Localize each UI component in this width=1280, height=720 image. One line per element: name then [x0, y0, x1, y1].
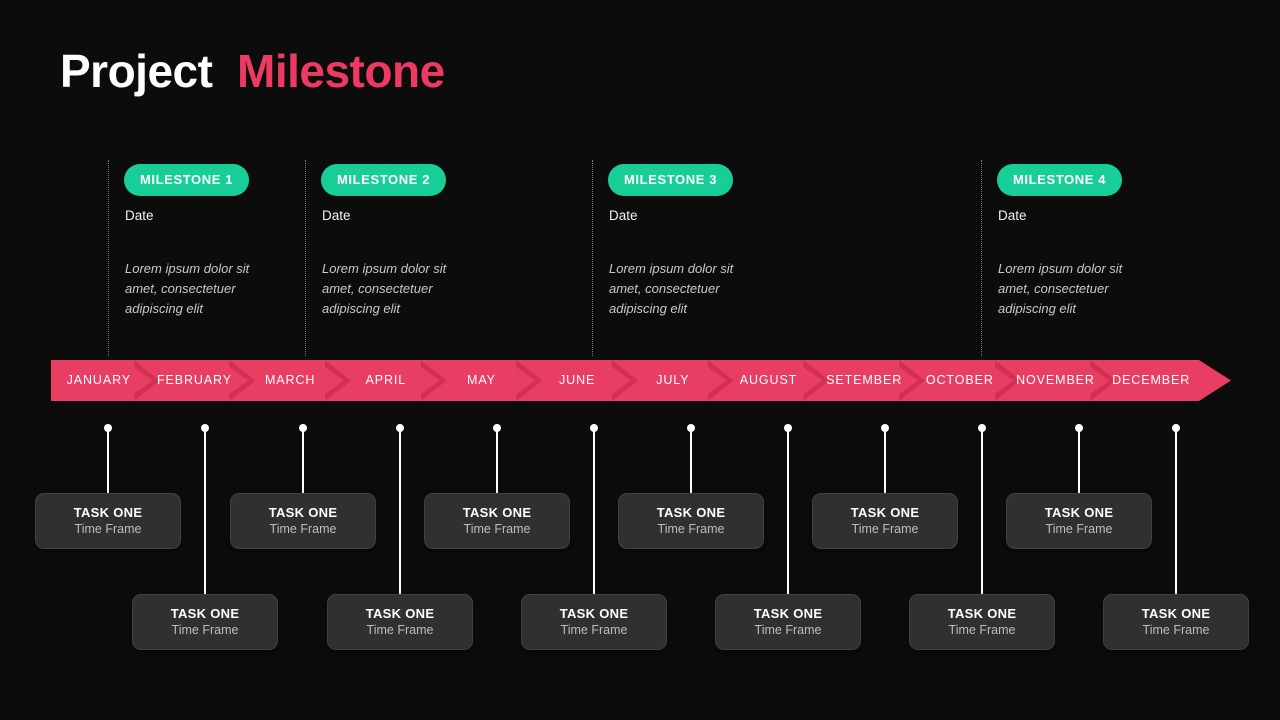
- month-label-december[interactable]: DECEMBER: [1112, 373, 1191, 387]
- task-card-timeframe: Time Frame: [269, 521, 337, 536]
- month-label-february[interactable]: FEBRUARY: [156, 373, 232, 387]
- connector-dot: [104, 424, 112, 432]
- connector-stem: [690, 428, 692, 493]
- month-label-setember[interactable]: SETEMBER: [826, 373, 903, 387]
- connector-dot: [590, 424, 598, 432]
- connector-dot: [396, 424, 404, 432]
- connector-stem: [496, 428, 498, 493]
- task-card-title: TASK ONE: [850, 504, 920, 520]
- month-label-april[interactable]: APRIL: [365, 373, 407, 387]
- month-label-january[interactable]: JANUARY: [66, 373, 132, 387]
- connector-stem: [204, 428, 206, 594]
- task-card-timeframe: Time Frame: [851, 521, 919, 536]
- month-label-june[interactable]: JUNE: [559, 373, 596, 387]
- connector-stem: [1175, 428, 1177, 594]
- task-card-title: TASK ONE: [73, 504, 143, 520]
- task-card-timeframe: Time Frame: [657, 521, 725, 536]
- milestone-dotted-divider: [592, 160, 593, 356]
- milestone-date-label: Date: [609, 208, 638, 223]
- milestone-dotted-divider: [305, 160, 306, 356]
- month-label-november[interactable]: NOVEMBER: [1016, 373, 1095, 387]
- task-card-title: TASK ONE: [365, 605, 435, 621]
- task-card-timeframe: Time Frame: [948, 622, 1016, 637]
- task-card-title: TASK ONE: [170, 605, 240, 621]
- task-card-title: TASK ONE: [656, 504, 726, 520]
- task-card-timeframe: Time Frame: [74, 521, 142, 536]
- milestone-description: Lorem ipsum dolor sit amet, consectetuer…: [998, 261, 1123, 316]
- month-label-march[interactable]: MARCH: [264, 373, 316, 387]
- connector-dot: [784, 424, 792, 432]
- task-card-title: TASK ONE: [268, 504, 338, 520]
- month-label-october[interactable]: OCTOBER: [925, 373, 994, 387]
- connector-dot: [1075, 424, 1083, 432]
- milestone-badge[interactable]: MILESTONE 2: [321, 164, 447, 196]
- connector-dot: [687, 424, 695, 432]
- task-card-title: TASK ONE: [1044, 504, 1114, 520]
- connector-stem: [981, 428, 983, 594]
- task-card-timeframe: Time Frame: [1142, 622, 1210, 637]
- milestone-description: Lorem ipsum dolor sit amet, consectetuer…: [322, 261, 447, 316]
- connector-stem: [107, 428, 109, 493]
- milestone-date-label: Date: [322, 208, 351, 223]
- connector-stem: [302, 428, 304, 493]
- milestone-badge[interactable]: MILESTONE 4: [997, 164, 1123, 196]
- ribbon-arrow-shape: [51, 360, 1231, 401]
- connector-dot: [1172, 424, 1180, 432]
- task-card-title: TASK ONE: [559, 605, 629, 621]
- task-card-title: TASK ONE: [947, 605, 1017, 621]
- connector-stem: [593, 428, 595, 594]
- task-card-timeframe: Time Frame: [1045, 521, 1113, 536]
- milestone-description: Lorem ipsum dolor sit amet, consectetuer…: [609, 261, 734, 316]
- connector-stem: [399, 428, 401, 594]
- milestone-description: Lorem ipsum dolor sit amet, consectetuer…: [125, 261, 250, 316]
- month-label-may[interactable]: MAY: [467, 373, 496, 387]
- month-label-august[interactable]: AUGUST: [739, 373, 798, 387]
- milestone-badge[interactable]: MILESTONE 3: [608, 164, 734, 196]
- task-card-timeframe: Time Frame: [754, 622, 822, 637]
- milestone-date-label: Date: [125, 208, 154, 223]
- month-timeline-ribbon: JANUARY FEBRUARY MARCH APRIL MAY JUNE JULY AUGU…: [51, 360, 1231, 401]
- page-title: Project Milestone: [60, 44, 445, 98]
- connector-dot: [201, 424, 209, 432]
- title-word-milestone: Milestone: [237, 45, 445, 97]
- task-card-timeframe: Time Frame: [366, 622, 434, 637]
- task-card-timeframe: Time Frame: [171, 622, 239, 637]
- connector-dot: [881, 424, 889, 432]
- connector-stem: [884, 428, 886, 493]
- title-word-project: Project: [60, 45, 213, 97]
- task-card-title: TASK ONE: [462, 504, 532, 520]
- milestone-dotted-divider: [108, 160, 109, 356]
- connector-stem: [787, 428, 789, 594]
- connector-dot: [299, 424, 307, 432]
- connector-dot: [978, 424, 986, 432]
- task-card-title: TASK ONE: [1141, 605, 1211, 621]
- milestone-badge[interactable]: MILESTONE 1: [124, 164, 250, 196]
- month-label-july[interactable]: JULY: [656, 373, 690, 387]
- connector-dot: [493, 424, 501, 432]
- task-card-timeframe: Time Frame: [560, 622, 628, 637]
- task-card-timeframe: Time Frame: [463, 521, 531, 536]
- milestone-date-label: Date: [998, 208, 1027, 223]
- milestone-dotted-divider: [981, 160, 982, 356]
- task-card-title: TASK ONE: [753, 605, 823, 621]
- connector-stem: [1078, 428, 1080, 493]
